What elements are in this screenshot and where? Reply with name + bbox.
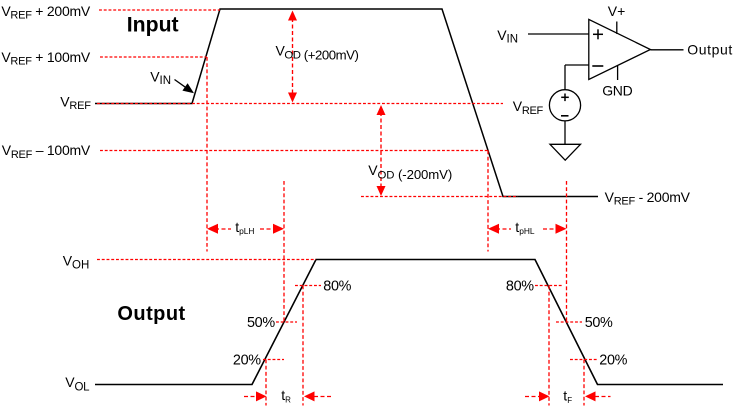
svg-text:VOD (-200mV): VOD (-200mV): [368, 162, 452, 182]
svg-text:tF: tF: [563, 387, 572, 405]
svg-text:50%: 50%: [585, 315, 613, 331]
svg-text:Output: Output: [117, 303, 185, 325]
svg-text:20%: 20%: [233, 353, 261, 369]
svg-text:VOD (+200mV): VOD (+200mV): [276, 42, 359, 62]
svg-text:Output: Output: [687, 42, 733, 58]
svg-text:80%: 80%: [323, 279, 351, 295]
svg-text:80%: 80%: [506, 279, 534, 295]
svg-text:20%: 20%: [599, 353, 627, 369]
svg-text:V+: V+: [608, 3, 626, 19]
svg-text:Input: Input: [127, 13, 179, 36]
svg-text:GND: GND: [602, 83, 632, 99]
svg-text:tR: tR: [281, 387, 291, 405]
svg-text:50%: 50%: [247, 315, 275, 331]
